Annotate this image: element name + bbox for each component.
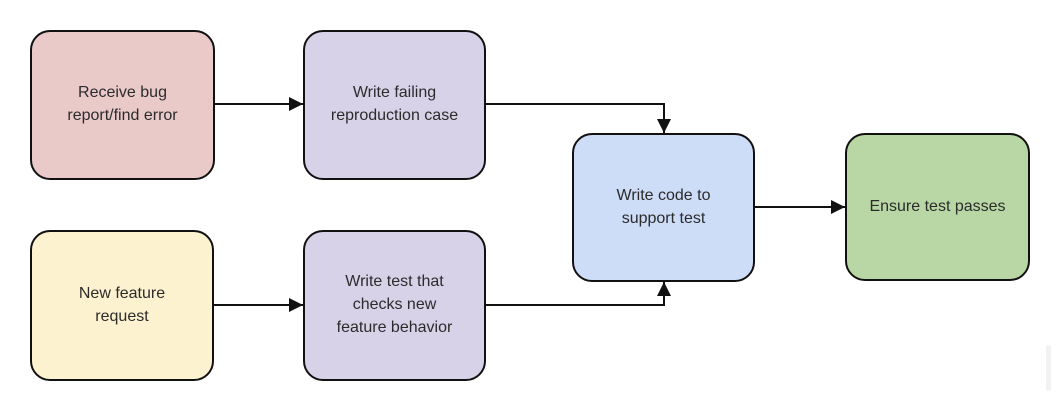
node-ensure-test-passes: Ensure test passes xyxy=(845,133,1030,281)
node-write-test-checks-new-feature-label: Write test that checks new feature behav… xyxy=(336,273,453,336)
node-write-failing-reproduction-case-label: Write failing reproduction case xyxy=(330,84,459,124)
node-new-feature-request: New feature request xyxy=(30,230,214,381)
node-write-code-to-support-test-label: Write code to support test xyxy=(616,186,711,227)
node-write-failing-reproduction-case: Write failing reproduction case xyxy=(303,30,486,180)
node-new-feature-request-label: New feature request xyxy=(78,284,166,325)
node-write-test-checks-new-feature: Write test that checks new feature behav… xyxy=(303,230,486,381)
vertical-scrollbar-thumb[interactable] xyxy=(1046,345,1051,391)
edge-failing-repro-to-write-code xyxy=(486,103,671,133)
node-receive-bug-report-label: Receive bug report/find error xyxy=(67,84,178,124)
node-write-code-to-support-test: Write code to support test xyxy=(572,133,755,282)
node-ensure-test-passes-label: Ensure test passes xyxy=(869,197,1006,215)
node-receive-bug-report: Receive bug report/find error xyxy=(30,30,215,180)
edge-write-test-to-write-code xyxy=(486,282,671,306)
